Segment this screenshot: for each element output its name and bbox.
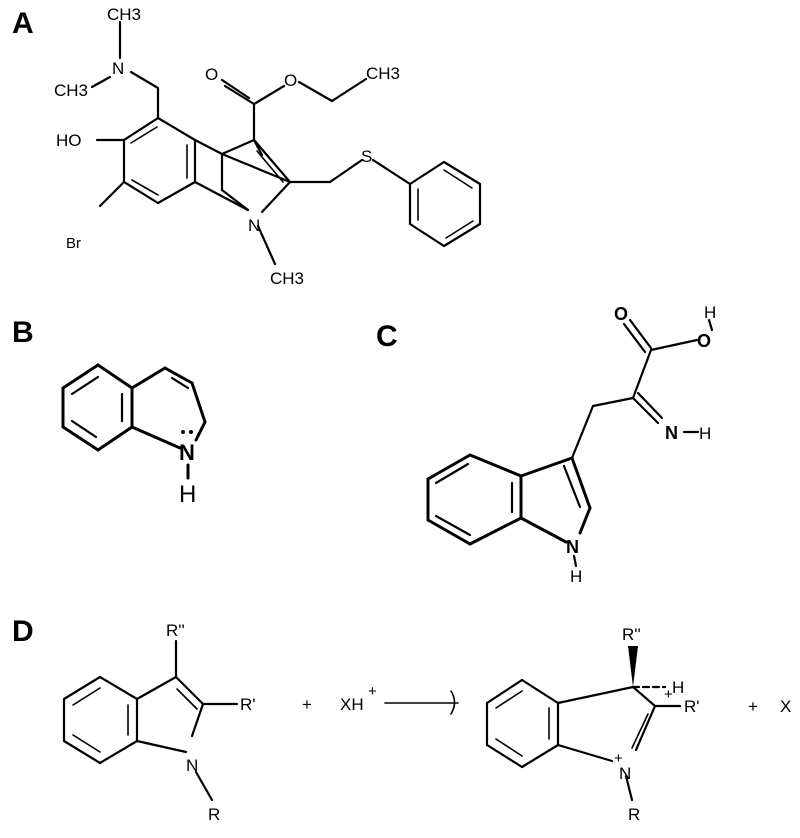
panel-b-lone-pair-dot-1 [181,430,185,434]
panel-c-atom-h-ring: H [570,567,582,586]
panel-d-product-n: N [619,764,631,783]
panel-d-plus-1: + [302,695,312,714]
panel-d-product-r2: R'' [622,625,641,644]
panel-a-atom-n-ring: N [248,216,260,235]
panel-d-reactant-bonds [62,639,239,802]
panel-d-product-r1: R' [684,697,700,716]
panel-c-label: C [376,320,398,353]
panel-a-atom-ch3-ethyl: CH3 [366,64,400,83]
panel-d: D R'' R' N R + XH + [12,615,791,824]
panel-b-bonds [61,363,207,480]
panel-d-reagent-charge: + [368,683,377,700]
panel-c-atom-o-carbonyl: O [614,304,628,324]
panel-a-label: A [12,7,34,40]
panel-d-product-wedge-bond [628,646,638,687]
panel-d-reagent: XH [340,695,364,714]
panel-a-atom-o-ester: O [284,71,297,90]
panel-d-product-charge-n: + [614,750,623,767]
panel-d-reactant-r2: R'' [166,621,185,640]
panel-a-atom-s: S [361,147,372,166]
panel-c-atom-n-ring: N [566,537,579,557]
panel-a-atom-ch3-top: CH3 [107,5,141,24]
panel-a-atom-ho: HO [56,131,82,150]
panel-d-label: D [12,615,34,648]
panel-d-product-r: R [628,805,640,824]
panel-a-atom-o-carbonyl: O [205,65,218,84]
panel-a-atom-ch3-left: CH3 [54,81,88,100]
panel-c-atom-o-acid: O [697,331,711,351]
panel-b-label: B [12,316,34,349]
panel-d-byproduct: X [780,697,791,716]
panel-d-reactant-r: R [208,805,220,824]
panel-d-plus-2: + [748,697,758,716]
panel-d-reaction-arrow [384,690,459,715]
panel-b-atom-h: H [179,481,196,508]
panel-a-atom-n-amine: N [112,59,124,78]
panel-c-atom-n-imine: N [665,423,678,443]
panel-a: A [12,5,482,288]
panel-c-atom-h-acid: H [704,303,716,322]
panel-b: B N H [12,316,207,508]
panel-a-bonds [90,20,482,266]
panel-d-reactant-r1: R' [240,695,256,714]
panel-d-product-h: H [672,678,684,697]
panel-c-bonds [426,318,714,568]
panel-a-atom-ch3-n: CH3 [270,269,304,288]
panel-a-atom-br: Br [66,235,81,252]
panel-c-atom-h-imine: H [699,424,711,443]
panel-d-product-charge-c: + [664,686,673,703]
panel-c: C [376,303,716,586]
panel-d-product-bonds [485,678,682,802]
panel-b-atom-n: N [179,440,195,465]
panel-b-lone-pair-dot-2 [189,430,193,434]
panel-d-reactant-n: N [186,756,198,775]
